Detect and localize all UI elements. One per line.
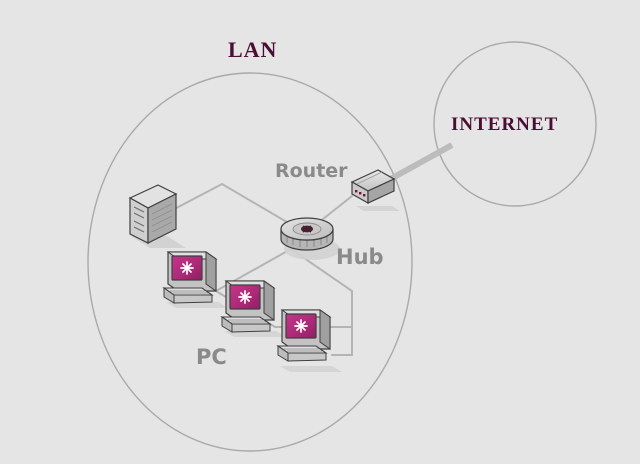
pc-screen-starburst-3 [294, 319, 308, 333]
router-port-leds [355, 190, 366, 197]
lan-boundary-ellipse [87, 72, 413, 452]
server-drive-slots [133, 206, 145, 233]
link-server-hub [162, 182, 298, 229]
pc-device-1 [162, 251, 228, 308]
hub-device [280, 217, 340, 260]
pc-screen-starburst-1 [180, 261, 194, 275]
pc-device-2 [220, 280, 286, 337]
pc-device-3 [276, 309, 342, 372]
zone-boundaries [87, 41, 597, 452]
link-bus-pc3 [331, 326, 353, 356]
router-device [350, 169, 400, 211]
pc-screen-starburst-2 [238, 290, 252, 304]
server-vents [151, 203, 173, 233]
internet-boundary-circle [433, 41, 597, 207]
server-device [128, 184, 186, 248]
